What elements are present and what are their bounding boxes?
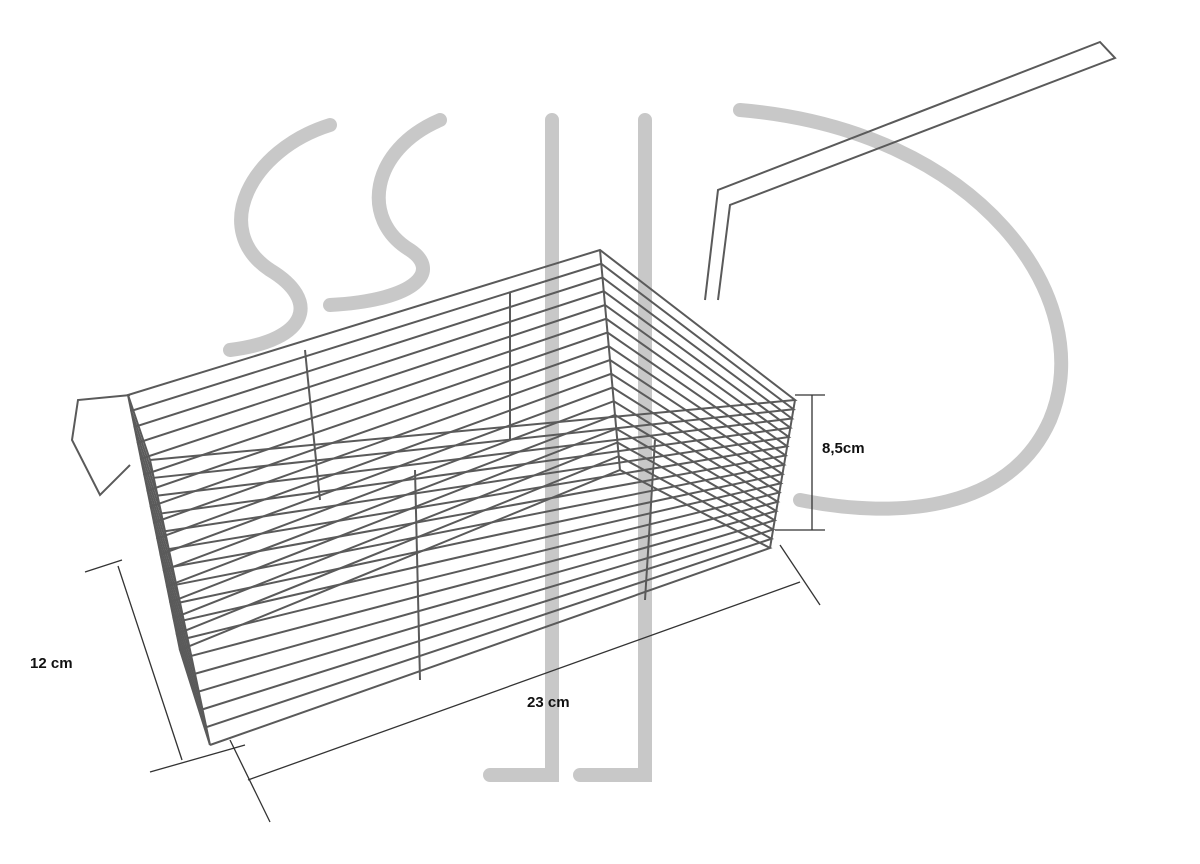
basket-upright — [127, 394, 181, 651]
basket-upright — [644, 439, 656, 601]
basket-upright — [149, 459, 211, 746]
basket-wire — [133, 276, 795, 497]
basket-hook — [70, 394, 131, 497]
fryer-basket — [70, 40, 1117, 746]
basket-handle — [704, 40, 1117, 301]
basket-upright — [304, 349, 321, 501]
basket-wire — [149, 345, 787, 586]
basket-upright — [769, 399, 796, 549]
basket-wire — [139, 303, 792, 533]
basket-upright — [414, 469, 421, 681]
length-dimension-label: 23 cm — [527, 694, 570, 711]
width-dimension-label: 12 cm — [30, 655, 73, 672]
basket-wire — [175, 455, 775, 729]
dimension-lines — [84, 394, 825, 823]
watermark-logo — [223, 103, 1069, 782]
basket-upright — [599, 249, 621, 471]
height-dimension-label: 8,5cm — [822, 440, 865, 457]
